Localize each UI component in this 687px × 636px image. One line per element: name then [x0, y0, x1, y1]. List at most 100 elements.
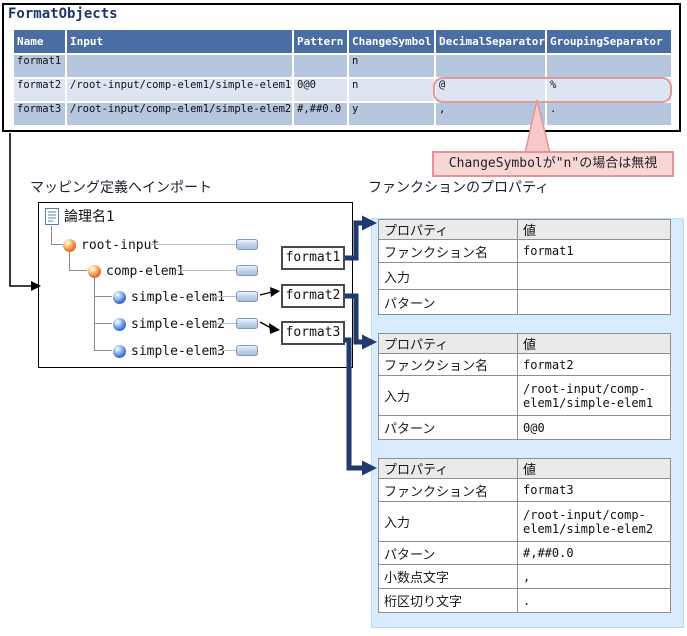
tree-line — [69, 270, 87, 271]
table-cell: . — [547, 103, 671, 125]
prop-value: /root-input/comp-elem1/simple-elem1 — [517, 375, 671, 416]
right-heading: ファンクションのプロパティ — [368, 179, 550, 195]
prop-value: format2 — [517, 353, 671, 376]
simple-element-icon — [113, 291, 126, 304]
prop-value: #,##0.0 — [517, 541, 671, 565]
complex-element-icon — [63, 239, 76, 252]
prop-name: パターン — [378, 289, 518, 315]
mapping-port-comp-elem1 — [236, 265, 258, 276]
prop-value: /root-input/comp-elem1/simple-elem2 — [517, 501, 671, 542]
prop-name: パターン — [378, 415, 518, 440]
prop-value: format1 — [517, 239, 671, 263]
tree-node-simple-elem2: simple-elem2 — [113, 317, 225, 332]
property-table-format2: プロパティ 値 ファンクション名 format2 入力 /root-input/… — [378, 333, 671, 440]
tree-node-simple-elem1: simple-elem1 — [113, 290, 225, 305]
value-header: 値 — [517, 458, 671, 479]
complex-element-icon — [88, 265, 101, 278]
table-cell: y — [349, 103, 434, 125]
column-header-decimalseparator: DecimalSeparator — [436, 30, 545, 53]
function-box-format3: format3 — [281, 321, 345, 345]
tree-node-root-input: root-input — [63, 238, 159, 253]
value-header: 値 — [517, 219, 671, 240]
tree-node-label: comp-elem1 — [106, 264, 185, 279]
function-box-format2: format2 — [281, 284, 345, 308]
format-objects-table: Name Input Pattern ChangeSymbol DecimalS… — [14, 30, 671, 125]
table-cell — [67, 55, 292, 77]
table-cell: #,##0.0 — [294, 103, 347, 125]
port-connector — [150, 244, 236, 245]
tree-line — [94, 296, 112, 297]
table-cell: format2 — [14, 79, 65, 101]
prop-value: . — [517, 588, 671, 613]
arrow-table-to-tree — [9, 133, 32, 287]
column-header-groupingseparator: GroupingSeparator — [547, 30, 671, 53]
tree-line — [94, 350, 112, 351]
prop-value: 0@0 — [517, 415, 671, 440]
mapping-port-simple-elem1 — [236, 291, 258, 302]
function-box-format1: format1 — [281, 246, 345, 270]
table-cell: format1 — [14, 55, 65, 77]
table-cell: format3 — [14, 103, 65, 125]
column-header-name: Name — [14, 30, 65, 53]
prop-header: プロパティ — [378, 219, 518, 240]
table-cell — [436, 55, 545, 77]
mapping-port-root-input — [236, 239, 258, 250]
tree-node-comp-elem1: comp-elem1 — [88, 264, 184, 279]
prop-name: ファンクション名 — [378, 478, 518, 502]
table-cell — [294, 55, 347, 77]
table-cell: /root-input/comp-elem1/simple-elem1 — [67, 79, 292, 101]
column-header-pattern: Pattern — [294, 30, 347, 53]
table-cell: n — [349, 55, 434, 77]
tree-line — [51, 244, 63, 245]
value-header: 値 — [517, 333, 671, 354]
document-icon — [45, 207, 59, 225]
prop-name: 小数点文字 — [378, 564, 518, 589]
prop-value: format3 — [517, 478, 671, 502]
left-heading: マッピング定義へインポート — [30, 179, 212, 195]
prop-name: 入力 — [378, 262, 518, 290]
tree-node-label: simple-elem1 — [131, 290, 225, 305]
port-connector — [212, 350, 236, 351]
prop-name: 入力 — [378, 501, 518, 542]
prop-name: 桁区切り文字 — [378, 588, 518, 613]
table-cell: n — [349, 79, 434, 101]
tree-node-label: simple-elem3 — [131, 344, 225, 359]
table-cell: 0@0 — [294, 79, 347, 101]
table-cell-highlighted: % — [547, 79, 671, 101]
format-objects-title: FormatObjects — [8, 6, 118, 22]
prop-name: パターン — [378, 541, 518, 565]
prop-header: プロパティ — [378, 458, 518, 479]
table-cell: , — [436, 103, 545, 125]
callout-note: ChangeSymbolが"n"の場合は無視 — [432, 151, 674, 177]
tree-node-simple-elem3: simple-elem3 — [113, 344, 225, 359]
tree-line — [94, 323, 112, 324]
highlight-outline — [433, 77, 672, 103]
tree-node-root-doc: 論理名1 — [45, 206, 114, 226]
property-table-format3: プロパティ 値 ファンクション名 format3 入力 /root-input/… — [378, 458, 671, 613]
mapping-port-simple-elem2 — [236, 318, 258, 329]
table-cell — [547, 55, 671, 77]
tree-line — [51, 226, 52, 244]
mapping-port-simple-elem3 — [236, 345, 258, 356]
prop-header: プロパティ — [378, 333, 518, 354]
port-connector — [212, 296, 236, 297]
prop-value — [517, 262, 671, 290]
simple-element-icon — [113, 318, 126, 331]
tree-node-label: simple-elem2 — [131, 317, 225, 332]
column-header-input: Input — [67, 30, 292, 53]
prop-value: , — [517, 564, 671, 589]
tree-node-label: root-input — [81, 238, 160, 253]
port-connector — [176, 270, 236, 271]
simple-element-icon — [113, 345, 126, 358]
prop-value — [517, 289, 671, 315]
port-connector — [212, 323, 236, 324]
prop-name: ファンクション名 — [378, 239, 518, 263]
table-cell: /root-input/comp-elem1/simple-elem2 — [67, 103, 292, 125]
tree-node-label: 論理名1 — [64, 209, 115, 225]
tree-line — [94, 278, 95, 351]
property-table-format1: プロパティ 値 ファンクション名 format1 入力 パターン — [378, 219, 671, 315]
prop-name: ファンクション名 — [378, 353, 518, 376]
prop-name: 入力 — [378, 375, 518, 416]
column-header-changesymbol: ChangeSymbol — [349, 30, 434, 53]
